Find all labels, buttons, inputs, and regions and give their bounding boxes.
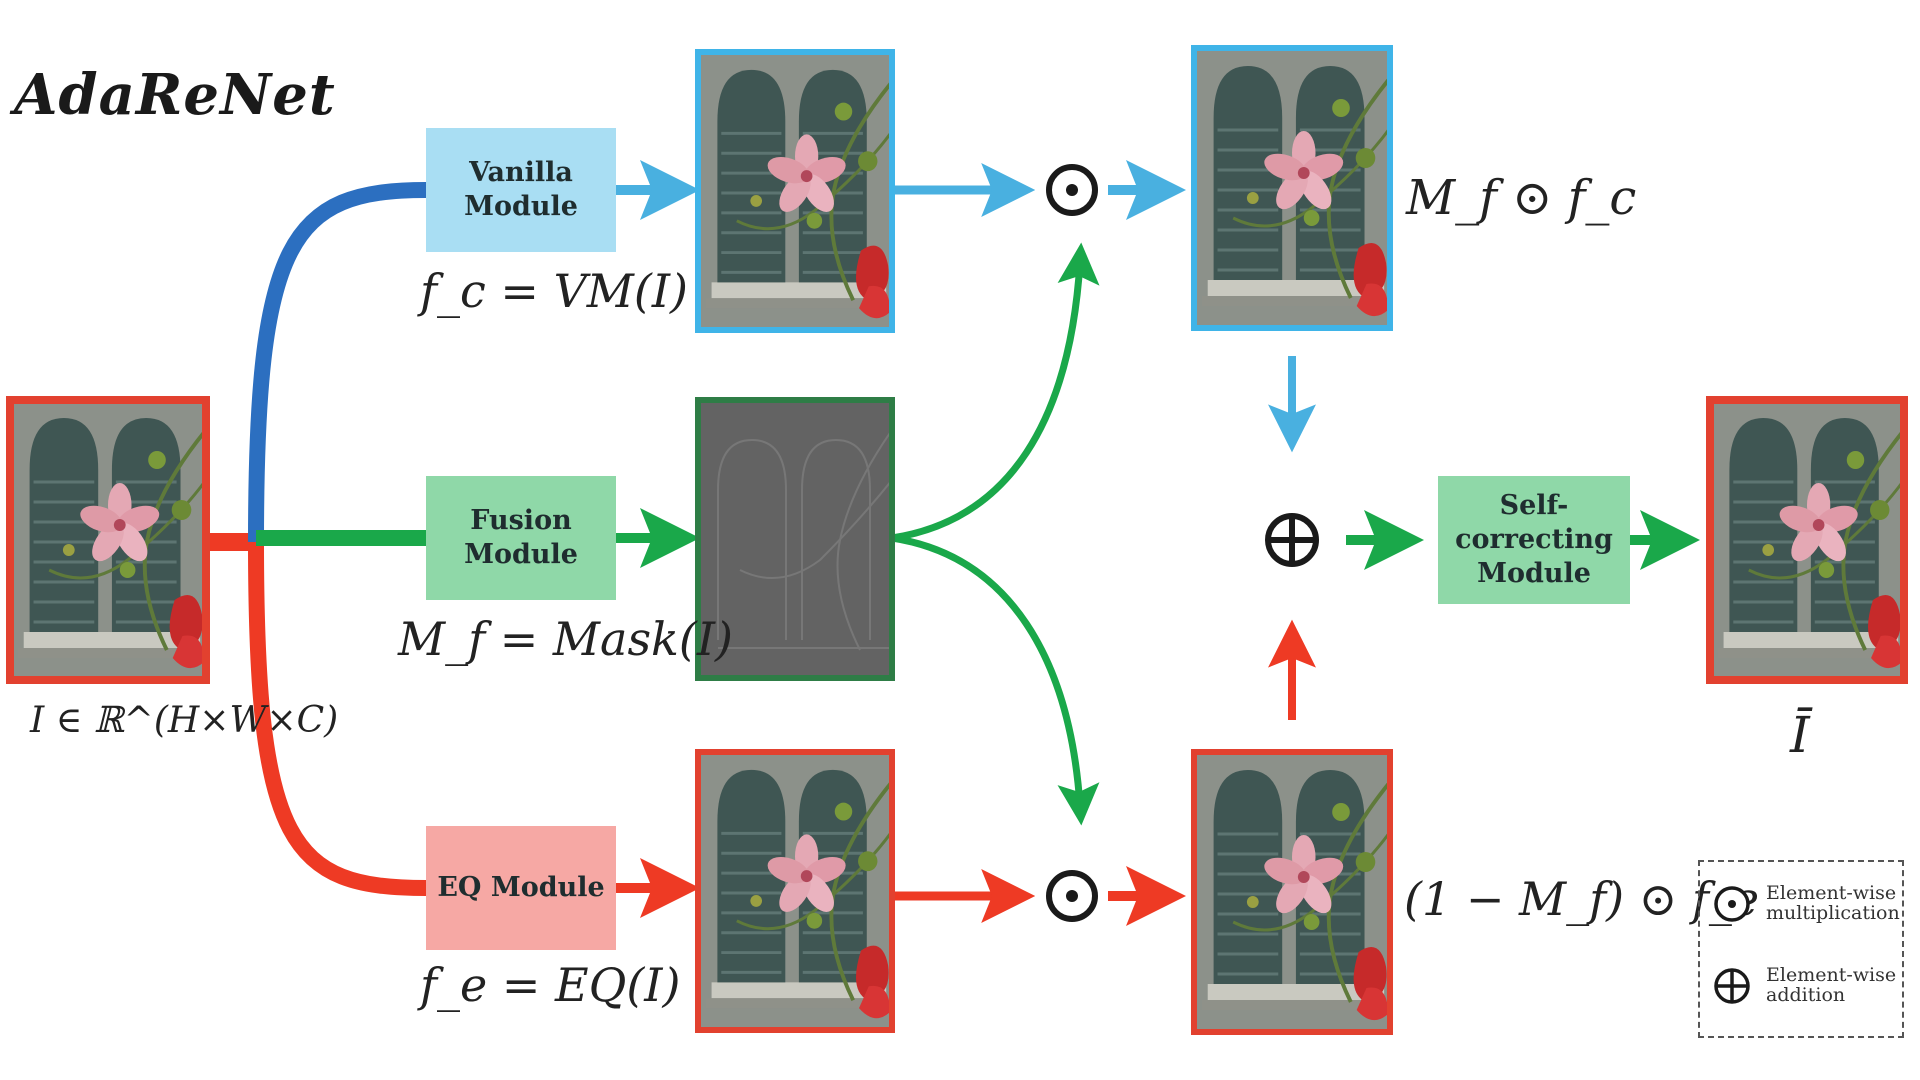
- branch-to-eq: [248, 541, 427, 896]
- mask-image: [695, 397, 895, 681]
- masked-vanilla-image: [1191, 45, 1393, 331]
- formula-mf-dot-fc: M_f ⊙ f_c: [1406, 170, 1637, 226]
- legend: Element-wise multiplication Element-wise…: [1698, 860, 1904, 1038]
- masked-eq-image: [1191, 749, 1393, 1035]
- legend-multiplication-line2: multiplication: [1766, 902, 1900, 924]
- input-image: [6, 396, 210, 684]
- legend-multiplication: Element-wise multiplication: [1712, 882, 1900, 924]
- vanilla-module: Vanilla Module: [426, 128, 616, 252]
- diagram-title: AdaReNet: [14, 62, 336, 128]
- formula-output: Ī: [1790, 706, 1810, 764]
- arrow-mask-to-bottom-multiply: [891, 534, 1100, 826]
- formula-input: I ∈ ℝ^(H×W×C): [30, 700, 339, 741]
- formula-fe: f_e = EQ(I): [420, 958, 681, 1012]
- branch-to-vanilla: [248, 182, 427, 543]
- legend-addition: Element-wise addition: [1712, 964, 1897, 1006]
- output-image: [1706, 396, 1908, 684]
- legend-multiplication-line1: Element-wise: [1766, 882, 1897, 905]
- legend-addition-line2: addition: [1766, 984, 1846, 1006]
- eq-output-image: [695, 749, 895, 1033]
- multiply-operator-bottom: [1046, 870, 1098, 922]
- fusion-module: Fusion Module: [426, 476, 616, 600]
- multiply-operator-top: [1046, 164, 1098, 216]
- arrow-mask-to-top-multiply: [891, 242, 1100, 542]
- formula-fc: f_c = VM(I): [420, 264, 688, 318]
- add-icon: [1714, 968, 1750, 1004]
- addition-operator: [1265, 513, 1319, 567]
- legend-addition-line1: Element-wise: [1766, 964, 1897, 987]
- eq-module: EQ Module: [426, 826, 616, 950]
- vanilla-output-image: [695, 49, 895, 333]
- self-correcting-module: Self-correcting Module: [1438, 476, 1630, 604]
- multiply-icon: [1714, 886, 1750, 922]
- formula-mf: M_f = Mask(I): [398, 612, 733, 666]
